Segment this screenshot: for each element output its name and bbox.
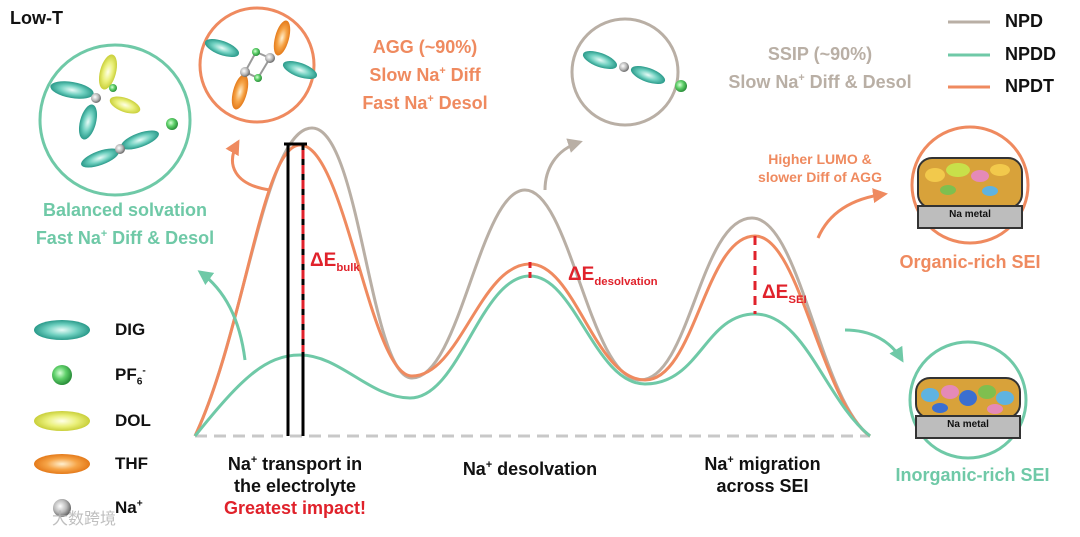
npdd-solvation-circle: [38, 43, 192, 197]
npd-arrow: [543, 138, 583, 191]
lumo-note: Higher LUMO & slower Diff of AGG: [758, 151, 882, 185]
npdd-curve: [193, 274, 871, 438]
species-label-pf6: PF6-: [115, 365, 146, 388]
thf-ellipsoid-icon: [34, 454, 90, 474]
species-label-dol: DOL: [115, 411, 151, 430]
npdd-description: Balanced solvation Fast Na+ Diff & Desol: [35, 200, 215, 248]
inorganic-sei-arrow: [844, 328, 904, 363]
pf6-sphere-icon: [52, 365, 72, 385]
legend-label-npdt: NPDT: [1005, 76, 1054, 96]
bulk-barrier-label: ΔEbulk: [310, 250, 360, 274]
organic-na-metal-label: Na metal: [949, 209, 991, 220]
organic-sei-label: Organic-rich SEI: [899, 252, 1041, 272]
dol-ellipsoid-icon: [34, 411, 90, 431]
species-label-na: Na+: [115, 498, 143, 517]
species-label-thf: THF: [115, 454, 149, 473]
npdt-description: AGG (~90%) Slow Na+ Diff Fast Na+ Desol: [362, 37, 488, 113]
npdd-arrow: [197, 270, 247, 361]
inorganic-sei-label: Inorganic-rich SEI: [895, 465, 1050, 485]
npdt-agg-circle: [198, 6, 318, 124]
npd-ssip-circle: [570, 17, 687, 127]
dig-ellipsoid-icon: [34, 320, 90, 340]
desolvation-stage-label: Na+ desolvation: [462, 459, 598, 479]
species-label-dig: DIG: [115, 320, 146, 339]
npd-description: SSIP (~90%) Slow Na+ Diff & Desol: [728, 44, 912, 92]
migration-stage-label: Na+ migration across SEI: [704, 454, 821, 496]
desolvation-barrier-label: ΔEdesolvation: [568, 264, 658, 288]
npd-curve: [193, 126, 871, 438]
na-sphere-icon: [53, 499, 71, 517]
legend-label-npdd: NPDD: [1005, 44, 1057, 64]
watermark: 大数跨境: [52, 511, 117, 528]
transport-stage-label: Na+ transport in the electrolyte Greates…: [223, 454, 367, 518]
legend-label-npd: NPD: [1005, 11, 1044, 31]
corner-label: Low-T: [10, 8, 63, 28]
organic-sei-arrow: [816, 188, 888, 239]
sei-barrier-label: ΔESEI: [762, 282, 807, 306]
npdt-arrow: [225, 139, 271, 192]
organic-sei-circle: [910, 125, 1030, 245]
inorganic-na-metal-label: Na metal: [947, 419, 989, 430]
inorganic-sei-circle: [908, 340, 1028, 460]
